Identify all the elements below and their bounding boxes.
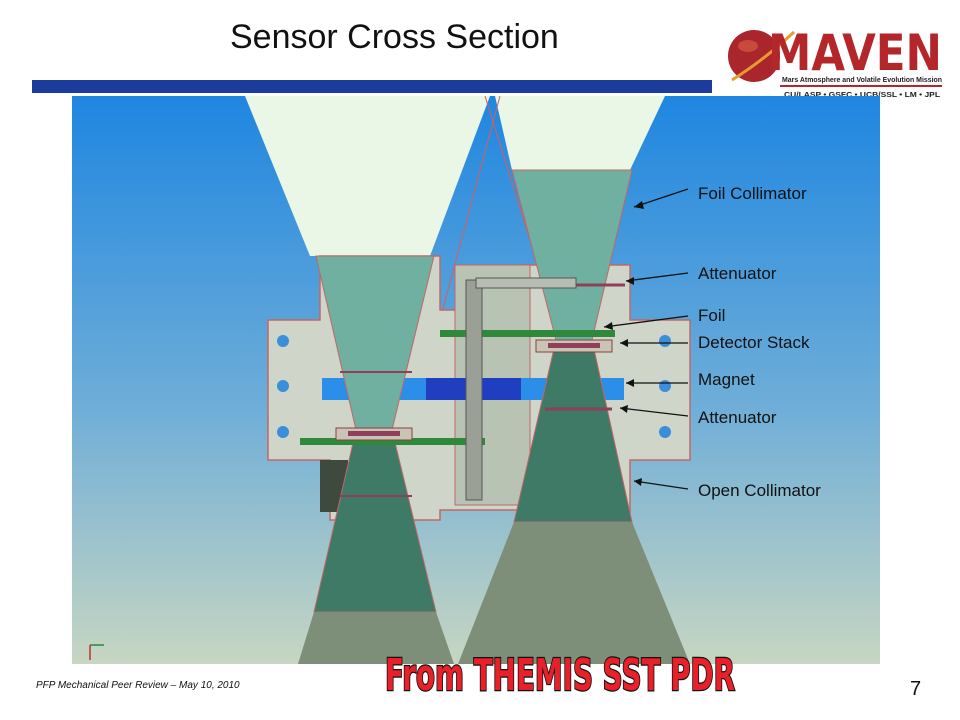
label-open-collimator: Open Collimator [698,481,821,500]
stamp-text: From THEMIS SST PDR [385,650,735,701]
maven-logo: MAVEN Mars Atmosphere and Volatile Evolu… [728,24,942,99]
page-title: Sensor Cross Section [230,18,559,56]
logo-partners: CU/LASP • GSFC • UCB/SSL • LM • JPL [784,92,941,99]
logo-subtitle: Mars Atmosphere and Volatile Evolution M… [782,75,942,84]
sensor-cross-section-diagram [72,96,880,664]
source-stamp: From THEMIS SST PDR [384,649,737,703]
page-number: 7 [910,678,922,700]
label-magnet: Magnet [698,370,755,389]
label-attenuator-upper: Attenuator [698,264,777,283]
lower-circuit-board [300,438,485,445]
right-fov-cone [495,96,665,170]
logo-wordmark: MAVEN [768,24,942,82]
upper-circuit-board [440,330,615,337]
label-attenuator-lower: Attenuator [698,408,777,427]
label-foil: Foil [698,306,726,325]
header-bar [32,80,712,93]
footer-text: PFP Mechanical Peer Review – May 10, 201… [36,680,240,691]
label-foil-collimator: Foil Collimator [698,184,807,203]
left-fov-cone [245,96,490,256]
label-detector-stack: Detector Stack [698,333,810,352]
